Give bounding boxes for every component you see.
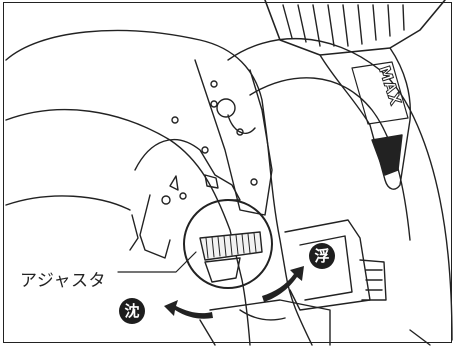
float-arrow [262,266,304,302]
magazine-bracket [284,219,371,311]
adjuster-highlight-circle [183,199,273,289]
adjuster-label: アジャスタ [20,271,106,291]
grip-outline [227,38,453,341]
sink-arrow [164,300,213,319]
trigger-blade [319,47,412,190]
handle-cap [264,0,446,56]
mount-plate [194,59,273,216]
float-badge: 浮 [309,243,335,269]
nose-assembly [134,139,241,201]
base-lower [209,299,331,346]
leader-line [117,251,197,273]
sink-badge: 沈 [119,298,145,324]
